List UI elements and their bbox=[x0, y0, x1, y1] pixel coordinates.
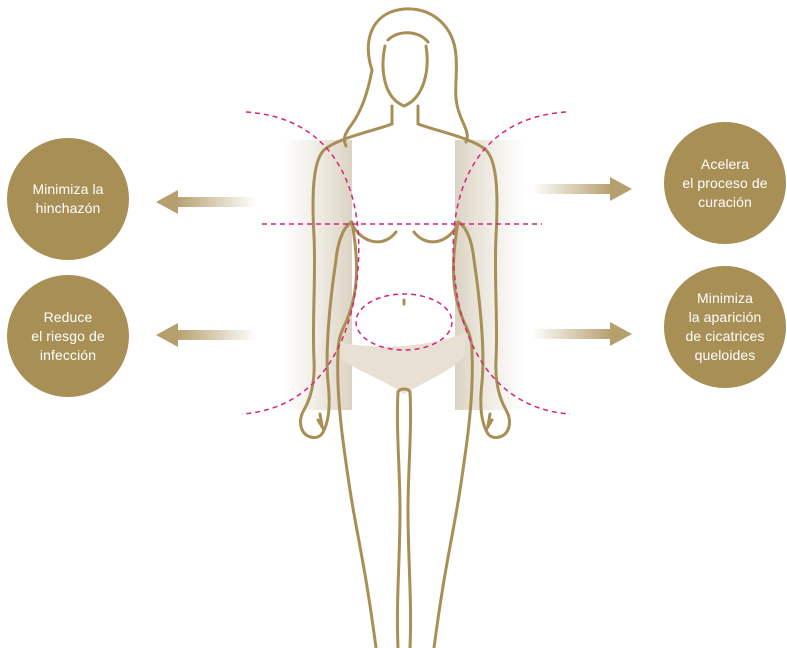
compression-zones bbox=[241, 111, 571, 415]
benefit-circle-swelling: Minimiza la hinchazón bbox=[7, 138, 129, 260]
underwear-shape bbox=[338, 332, 466, 394]
benefit-circle-infection: Reduce el riesgo de infección bbox=[7, 275, 129, 397]
abdomen-ellipse bbox=[355, 293, 453, 351]
benefit-circle-healing: Acelera el proceso de curación bbox=[664, 122, 786, 244]
arrow-right-1 bbox=[532, 177, 632, 201]
benefit-text: Minimiza la aparición de cicatrices quel… bbox=[685, 290, 765, 363]
benefit-circle-keloid: Minimiza la aparición de cicatrices quel… bbox=[664, 266, 786, 388]
benefit-text: Acelera el proceso de curación bbox=[682, 155, 768, 210]
female-body-outline-icon bbox=[299, 7, 511, 648]
benefit-text: Minimiza la hinchazón bbox=[32, 181, 104, 216]
benefit-text: Reduce el riesgo de infección bbox=[31, 308, 105, 363]
arrow-left-2 bbox=[156, 323, 256, 347]
side-shading bbox=[282, 140, 525, 410]
arrow-left-1 bbox=[156, 190, 256, 214]
arrow-right-2 bbox=[532, 322, 632, 346]
